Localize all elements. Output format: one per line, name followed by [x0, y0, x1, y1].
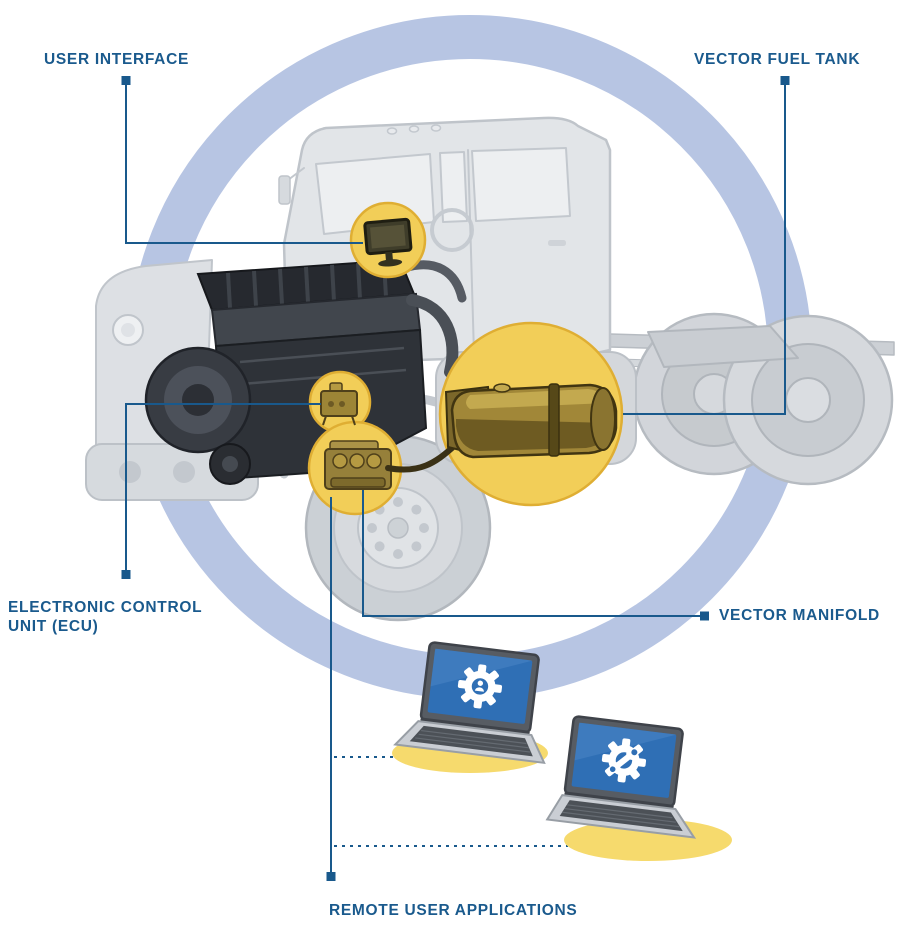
tank-filler-cap — [493, 383, 511, 393]
ecu-label-line-2: UNIT (ECU) — [8, 618, 99, 635]
cab-window-vent — [439, 151, 468, 223]
side-mirror — [278, 175, 291, 205]
fifth-wheel-plate — [647, 325, 799, 368]
connector-node-remote — [326, 872, 336, 881]
tank-strap — [548, 383, 560, 457]
vector-fuel-tank-device — [444, 383, 618, 459]
steering-wheel — [430, 208, 474, 252]
vector-manifold-label: VECTOR MANIFOLD — [719, 607, 880, 624]
connector-node-manifold — [700, 611, 709, 621]
user-interface-display — [363, 217, 413, 267]
remote-user-applications-label: REMOTE USER APPLICATIONS — [329, 902, 578, 919]
connector-ecu — [125, 403, 321, 572]
vector-manifold-device — [324, 440, 455, 490]
connector-lines — [121, 76, 790, 881]
connector-node-user-interface — [121, 76, 131, 85]
engine-pipe — [406, 294, 459, 378]
tank-endcap — [590, 387, 616, 451]
connector-node-ecu — [121, 570, 131, 579]
door-seam — [467, 149, 475, 355]
connector-node-fuel-tank — [780, 76, 790, 85]
gear-wrench-icon — [601, 738, 647, 783]
ecu-label-line-1: ELECTRONIC CONTROL — [8, 599, 203, 616]
user-interface-label: USER INTERFACE — [44, 51, 190, 68]
vector-fuel-tank-label: VECTOR FUEL TANK — [694, 51, 861, 68]
gear-user-icon — [457, 664, 503, 709]
tank-highlight — [466, 389, 607, 409]
roof-marker-lights — [386, 124, 442, 135]
door-handle — [548, 240, 566, 246]
connector-user-interface — [125, 84, 363, 244]
cab-window-door — [471, 147, 571, 222]
laptop-1 — [393, 641, 546, 765]
connector-manifold — [362, 490, 702, 617]
laptop-2 — [545, 715, 697, 839]
connector-fuel-tank — [623, 84, 786, 415]
ecu-label: ELECTRONIC CONTROL UNIT (ECU) — [8, 598, 202, 636]
manifold-hose — [385, 445, 455, 473]
tank-shadow — [456, 419, 611, 451]
